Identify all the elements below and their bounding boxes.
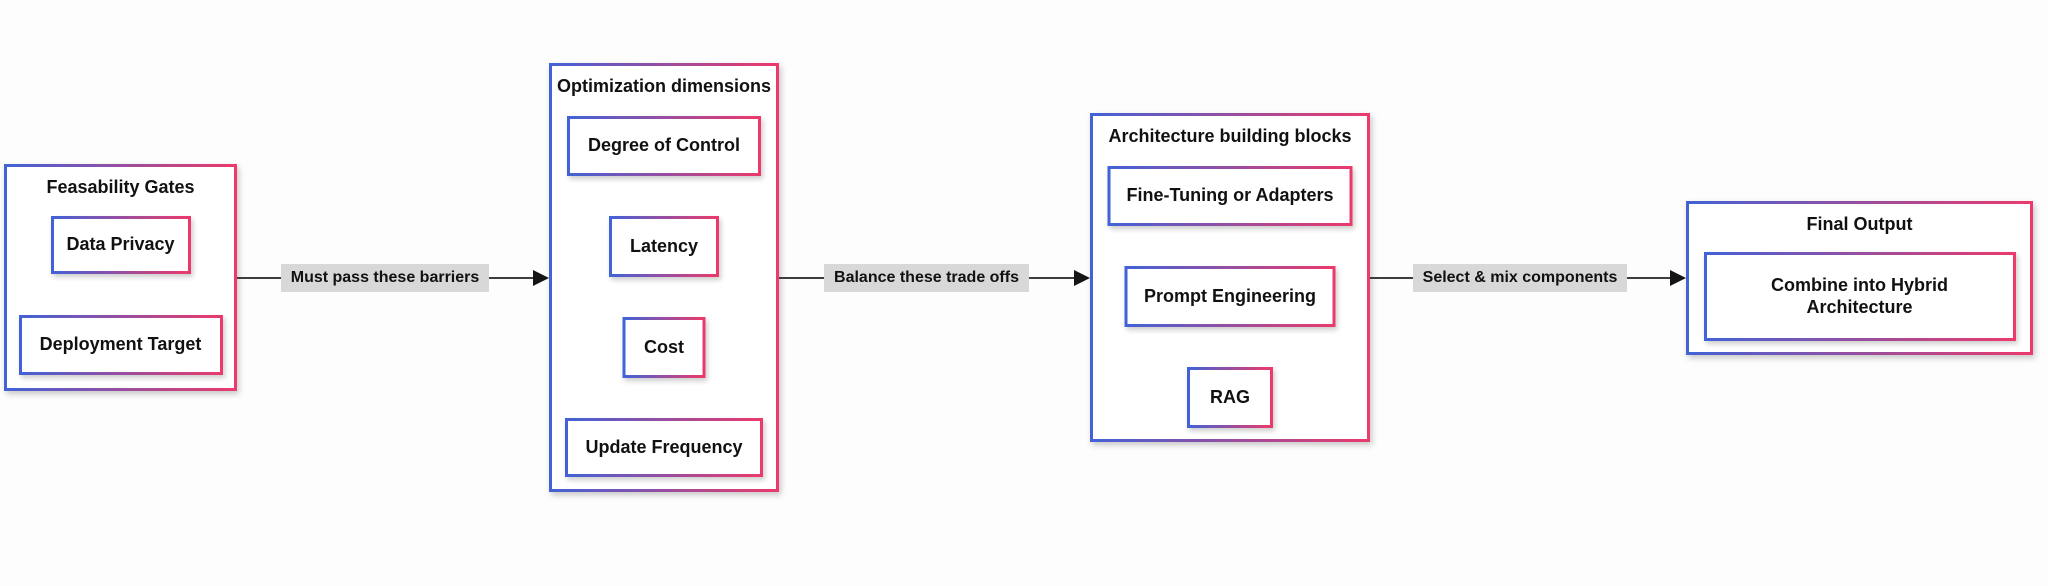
connector-line (489, 276, 533, 280)
connector-select-and-mix-components: Select & mix components (1370, 264, 1686, 292)
node-update-frequency: Update Frequency (565, 418, 763, 477)
node-cost: Cost (622, 317, 706, 378)
arrowhead-icon (533, 270, 549, 286)
node-fine-tuning-or-adapters: Fine-Tuning or Adapters (1107, 166, 1353, 226)
node-label: Cost (644, 336, 684, 357)
group-feasability-gates: Feasability Gates Data Privacy Deploymen… (4, 164, 237, 391)
group-architecture-building-blocks: Architecture building blocks Fine-Tuning… (1090, 113, 1370, 442)
node-data-privacy: Data Privacy (50, 216, 191, 274)
node-degree-of-control: Degree of Control (567, 116, 761, 176)
connector-label: Balance these trade offs (824, 264, 1029, 292)
connector-balance-these-trade-offs: Balance these trade offs (779, 264, 1091, 292)
node-label: Prompt Engineering (1143, 285, 1316, 306)
arrowhead-icon (1074, 270, 1091, 286)
node-label: Combine into Hybrid Architecture (1771, 274, 1948, 317)
connector-line (1627, 276, 1670, 280)
connector-line (237, 276, 281, 280)
node-label: RAG (1210, 386, 1250, 407)
node-label: Deployment Target (39, 334, 202, 355)
node-rag: RAG (1187, 367, 1273, 428)
group-optimization-dimensions: Optimization dimensions Degree of Contro… (549, 63, 779, 492)
node-deployment-target: Deployment Target (18, 315, 223, 375)
node-label: Update Frequency (585, 436, 743, 457)
arrowhead-icon (1670, 270, 1686, 286)
connector-must-pass-these-barriers: Must pass these barriers (237, 264, 549, 292)
node-combine-into-hybrid-architecture: Combine into Hybrid Architecture (1703, 252, 2016, 341)
connector-line (779, 276, 825, 280)
group-title-architecture-building-blocks: Architecture building blocks (1108, 126, 1352, 146)
node-label: Fine-Tuning or Adapters (1126, 185, 1334, 206)
group-final-output: Final Output Combine into Hybrid Archite… (1686, 201, 2033, 355)
node-label: Degree of Control (587, 135, 740, 156)
connector-line (1370, 276, 1413, 280)
node-label: Data Privacy (66, 234, 175, 255)
node-label: Latency (629, 235, 699, 256)
group-title-final-output: Final Output (1806, 214, 1913, 234)
group-title-feasability-gates: Feasability Gates (46, 177, 195, 197)
connector-label: Must pass these barriers (280, 264, 490, 292)
node-latency: Latency (609, 216, 719, 277)
group-title-optimization-dimensions: Optimization dimensions (556, 76, 771, 96)
connector-line (1028, 276, 1075, 280)
node-prompt-engineering: Prompt Engineering (1124, 266, 1336, 327)
connector-label: Select & mix components (1412, 264, 1628, 292)
